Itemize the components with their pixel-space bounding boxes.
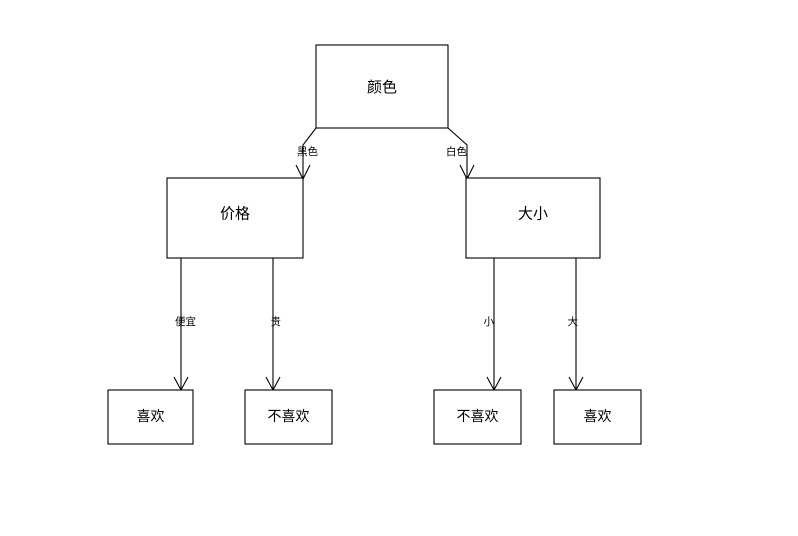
leaf-1-label: 喜欢 [137, 409, 165, 425]
leaf-node-4[interactable]: 喜欢 [553, 389, 642, 445]
root-node-box[interactable] [315, 44, 449, 129]
root-node-label: 颜色 [367, 78, 397, 96]
edge-price-to-dislike: 贵 [265, 258, 282, 392]
edge-label-black: 黑色 [297, 145, 318, 158]
price-node-box[interactable] [166, 177, 304, 259]
leaf-1-box[interactable] [107, 389, 194, 445]
leaf-4-label: 喜欢 [584, 409, 612, 425]
edge-line-root-size [447, 127, 468, 180]
node-price[interactable]: 价格 [166, 177, 304, 259]
leaf-2-box[interactable] [244, 389, 333, 445]
edge-line-root-price [302, 127, 317, 180]
leaf-node-2[interactable]: 不喜欢 [244, 389, 333, 445]
leaf-2-label: 不喜欢 [268, 409, 310, 425]
size-node-box[interactable] [465, 177, 601, 259]
price-node-label: 价格 [220, 205, 250, 223]
edge-price-to-like: 便宜 [173, 258, 196, 392]
node-root-color[interactable]: 颜色 [315, 44, 449, 129]
edge-label-white: 白色 [446, 145, 467, 158]
size-node-label: 大小 [518, 205, 548, 223]
leaf-node-3[interactable]: 不喜欢 [433, 389, 522, 445]
edge-size-to-like: 大 [568, 258, 584, 392]
edge-label-small: 小 [484, 316, 495, 328]
edge-label-cheap: 便宜 [175, 315, 196, 328]
edge-label-expensive: 贵 [271, 315, 282, 328]
leaf-3-label: 不喜欢 [457, 409, 499, 425]
edge-root-to-size: 白色 [446, 127, 475, 181]
leaf-node-1[interactable]: 喜欢 [107, 389, 194, 445]
node-size[interactable]: 大小 [465, 177, 601, 259]
edge-label-large: 大 [568, 315, 579, 328]
leaf-3-box[interactable] [433, 389, 522, 445]
edge-size-to-dislike: 小 [484, 258, 502, 392]
edge-root-to-price: 黑色 [295, 127, 318, 181]
leaf-4-box[interactable] [553, 389, 642, 445]
